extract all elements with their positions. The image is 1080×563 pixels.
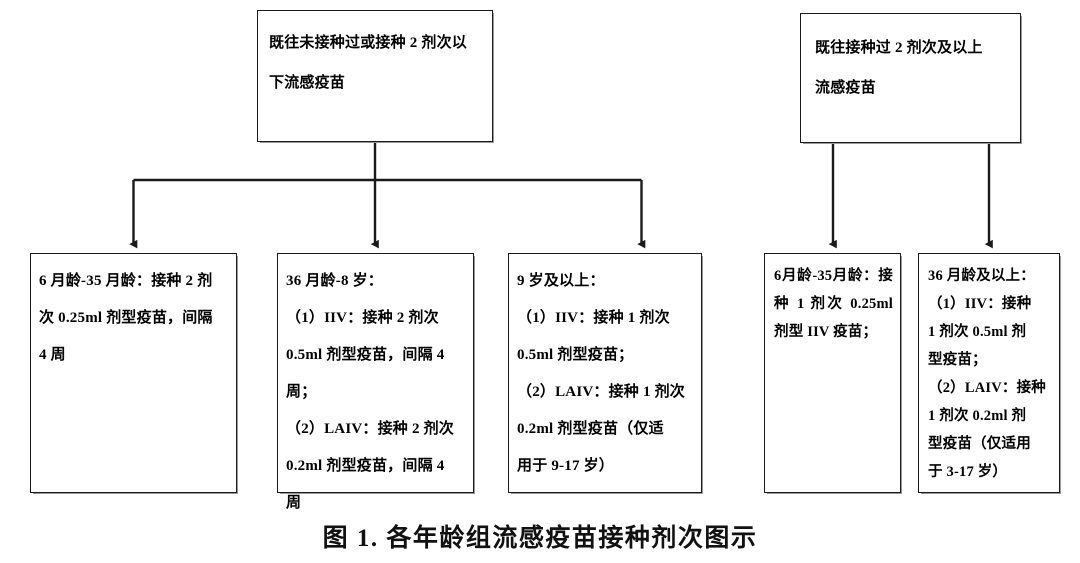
node-text: 36 月龄及以上： （1）IIV：接种 1 剂次 0.5ml 剂 型疫苗； （2… [928, 268, 1047, 480]
connector-left-group [129, 142, 646, 249]
connector-right-group [828, 143, 993, 249]
node-text: 9 岁及以上： （1）IIV：接种 1 剂次 0.5ml 剂型疫苗； （2）LA… [517, 273, 686, 474]
node-previously-unvaccinated-or-under-2-doses: 既往未接种过或接种 2 剂次以 下流感疫苗 [257, 10, 493, 142]
node-previously-vaccinated-two-or-more-doses: 既往接种过 2 剂次及以上 流感疫苗 [800, 13, 1021, 143]
node-age-6m-35m-one-dose-iiv: 6月龄-35月龄：接种 1 剂次 0.25ml 剂型 IIV 疫苗； [764, 253, 901, 493]
figure-caption: 图 1. 各年龄组流感疫苗接种剂次图示 [322, 525, 758, 552]
node-age-36m-and-above-one-dose: 36 月龄及以上： （1）IIV：接种 1 剂次 0.5ml 剂 型疫苗； （2… [918, 253, 1060, 493]
node-age-9y-and-above-one-dose: 9 岁及以上： （1）IIV：接种 1 剂次 0.5ml 剂型疫苗； （2）LA… [508, 253, 702, 493]
node-text: 36 月龄-8 岁： （1）IIV：接种 2 剂次 0.5ml 剂型疫苗，间隔 … [286, 273, 455, 511]
node-age-36m-8y-two-doses: 36 月龄-8 岁： （1）IIV：接种 2 剂次 0.5ml 剂型疫苗，间隔 … [277, 253, 474, 511]
node-age-6m-35m-two-doses: 6 月龄-35 月龄：接种 2 剂 次 0.25ml 剂型疫苗，间隔 4 周 [30, 253, 237, 493]
node-text: 6 月龄-35 月龄：接种 2 剂 次 0.25ml 剂型疫苗，间隔 4 周 [39, 273, 213, 363]
node-text: 6月龄-35月龄：接种 1 剂次 0.25ml 剂型 IIV 疫苗； [774, 268, 897, 340]
node-text: 既往未接种过或接种 2 剂次以 下流感疫苗 [269, 35, 468, 91]
node-text: 既往接种过 2 剂次及以上 流感疫苗 [815, 40, 983, 96]
